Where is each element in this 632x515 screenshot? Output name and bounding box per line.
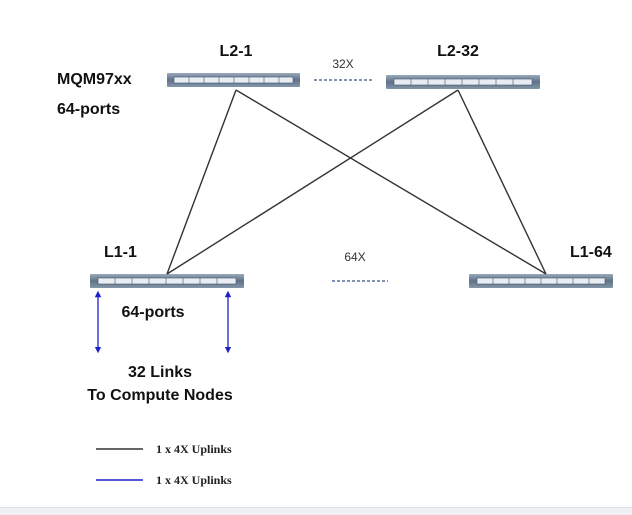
- uplink-l2-32-to-l1-1: [166, 89, 459, 275]
- switch-l2-32: [386, 75, 540, 89]
- label-compute-links: 32 Links: [127, 364, 193, 381]
- uplink-l2-32-to-l1-64: [457, 89, 547, 275]
- label-compute-nodes: To Compute Nodes: [87, 387, 233, 404]
- switch-l1-64: [469, 274, 613, 288]
- label-model: MQM97xx: [57, 71, 132, 88]
- label-ports-bottom: 64-ports: [121, 304, 185, 321]
- switch-l1-1: [90, 274, 244, 288]
- label-leaf-multiplier: 64X: [344, 250, 366, 264]
- uplink-l2-1-to-l1-64: [235, 89, 547, 275]
- label-l1-64: L1-64: [570, 244, 612, 261]
- label-spine-multiplier: 32X: [332, 57, 354, 71]
- switch-l2-1: [167, 73, 300, 87]
- legend-label-blue: 1 x 4X Uplinks: [156, 473, 232, 487]
- label-ports-top: 64-ports: [57, 101, 121, 118]
- uplink-l2-1-to-l1-1: [166, 89, 237, 275]
- label-l2-32: L2-32: [437, 43, 479, 60]
- label-l1-1: L1-1: [104, 244, 137, 261]
- bottom-divider: [0, 507, 632, 515]
- legend-label-black: 1 x 4X Uplinks: [156, 442, 232, 456]
- label-l2-1: L2-1: [219, 43, 253, 60]
